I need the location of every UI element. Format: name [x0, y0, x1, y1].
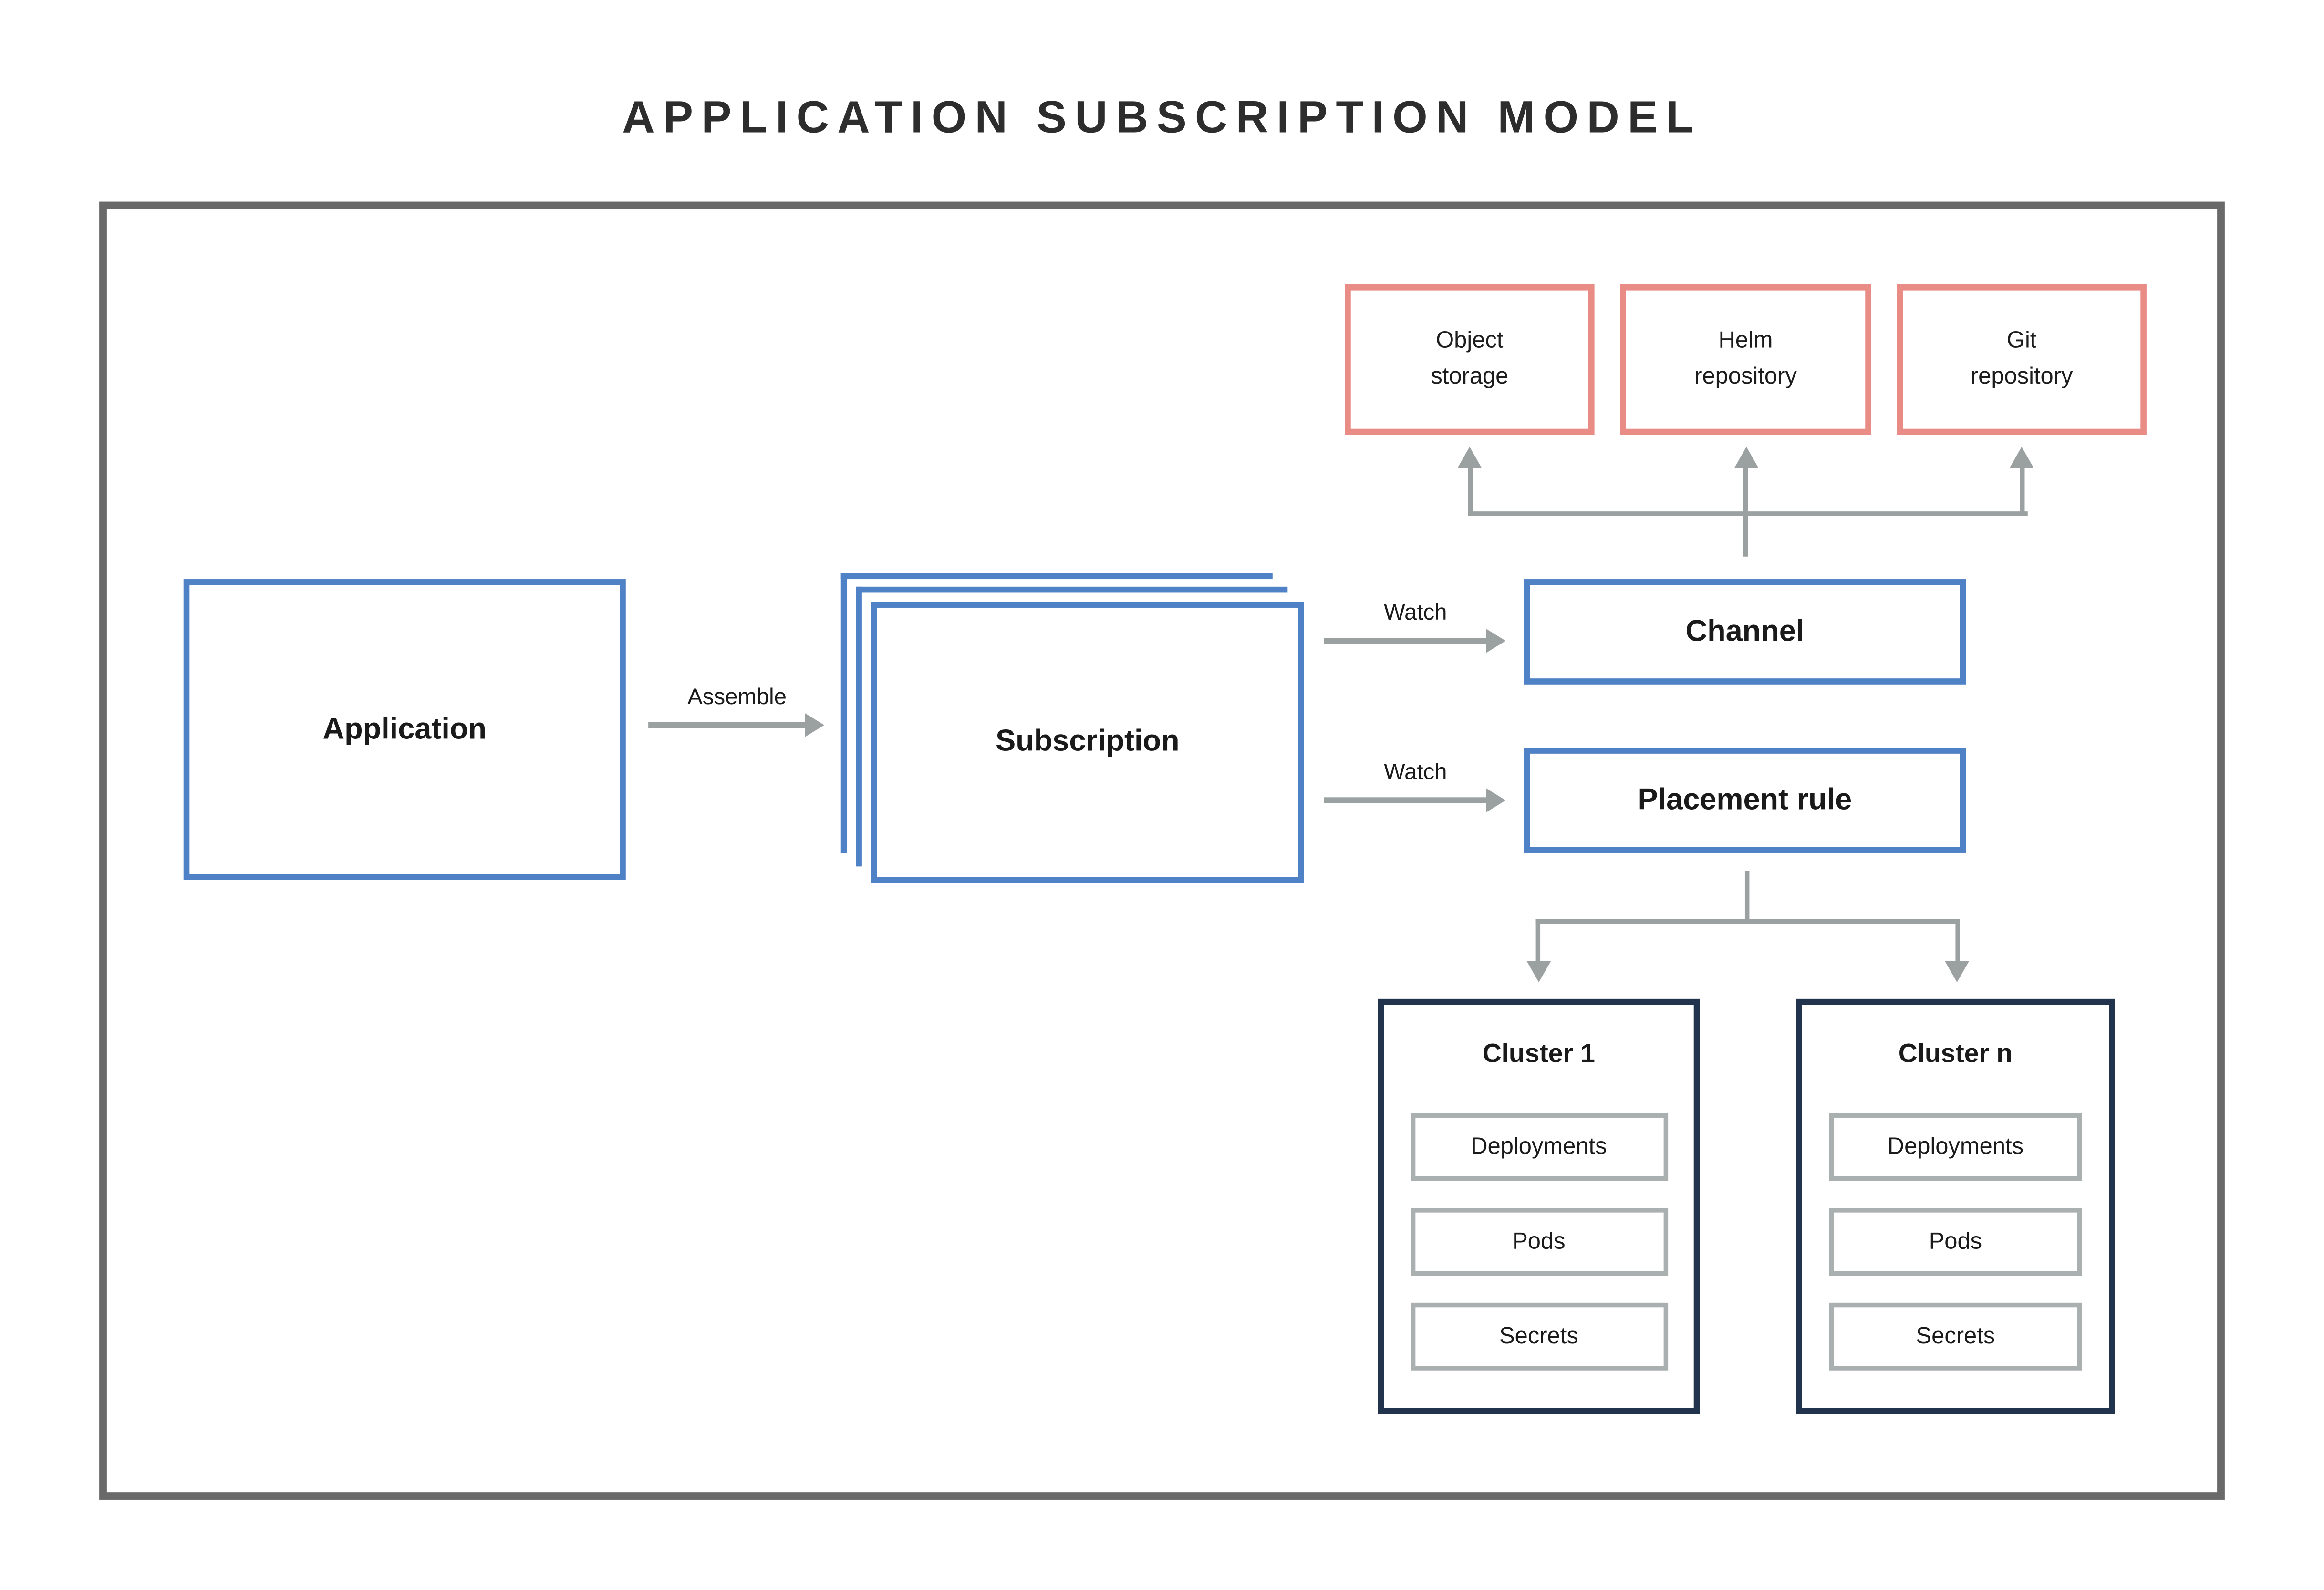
application-label: Application: [322, 712, 487, 746]
diagram-title: APPLICATION SUBSCRIPTION MODEL: [622, 93, 1702, 143]
subscription-stack-layer: [856, 586, 1288, 867]
assemble-arrowhead: [805, 713, 825, 738]
node-placement-rule: Placement rule: [1524, 748, 1966, 853]
connector-line: [1536, 919, 1541, 965]
channel-label: Channel: [1685, 614, 1805, 648]
node-channel: Channel: [1524, 579, 1966, 685]
node-cluster-1: Cluster 1 Deployments Pods Secrets: [1378, 998, 1700, 1414]
arrowhead-to-cluster-1: [1526, 961, 1550, 983]
assemble-arrow-shaft: [648, 722, 805, 728]
connector-line: [1467, 465, 1472, 516]
connector-line: [2019, 465, 2024, 516]
connector-line: [1743, 465, 1748, 557]
node-application: Application: [183, 579, 626, 880]
cluster-1-deployments: Deployments: [1410, 1113, 1668, 1181]
placement-rule-label: Placement rule: [1638, 783, 1852, 816]
arrowhead-to-helm-repository: [1733, 447, 1758, 468]
cluster-n-deployments: Deployments: [1829, 1113, 2082, 1181]
subscription-stack-layer: [840, 573, 1273, 853]
watch-placement-arrowhead: [1486, 788, 1506, 812]
cluster-n-title: Cluster n: [1898, 1038, 2013, 1068]
watch-placement-arrow-shaft: [1323, 797, 1486, 803]
connector-line: [1744, 871, 1750, 924]
cluster-1-pods: Pods: [1410, 1208, 1668, 1276]
node-cluster-n: Cluster n Deployments Pods Secrets: [1796, 998, 2115, 1414]
arrowhead-to-git-repository: [2009, 447, 2034, 468]
node-subscription: Subscription: [871, 602, 1304, 883]
watch-placement-edge-label: Watch: [1384, 759, 1447, 786]
connector-line: [1954, 919, 1960, 965]
cluster-n-pods: Pods: [1829, 1208, 2082, 1276]
connector-line: [1467, 511, 2027, 516]
cluster-n-secrets: Secrets: [1829, 1302, 2082, 1371]
connector-line: [1536, 919, 1959, 924]
watch-channel-arrowhead: [1486, 629, 1506, 653]
arrowhead-to-cluster-n: [1945, 961, 1969, 983]
subscription-label: Subscription: [996, 725, 1180, 759]
cluster-1-title: Cluster 1: [1482, 1038, 1595, 1068]
arrowhead-to-object-storage: [1457, 447, 1482, 468]
cluster-1-secrets: Secrets: [1410, 1302, 1668, 1371]
assemble-edge-label: Assemble: [687, 684, 787, 710]
watch-channel-arrow-shaft: [1323, 638, 1486, 644]
watch-channel-edge-label: Watch: [1384, 600, 1447, 626]
